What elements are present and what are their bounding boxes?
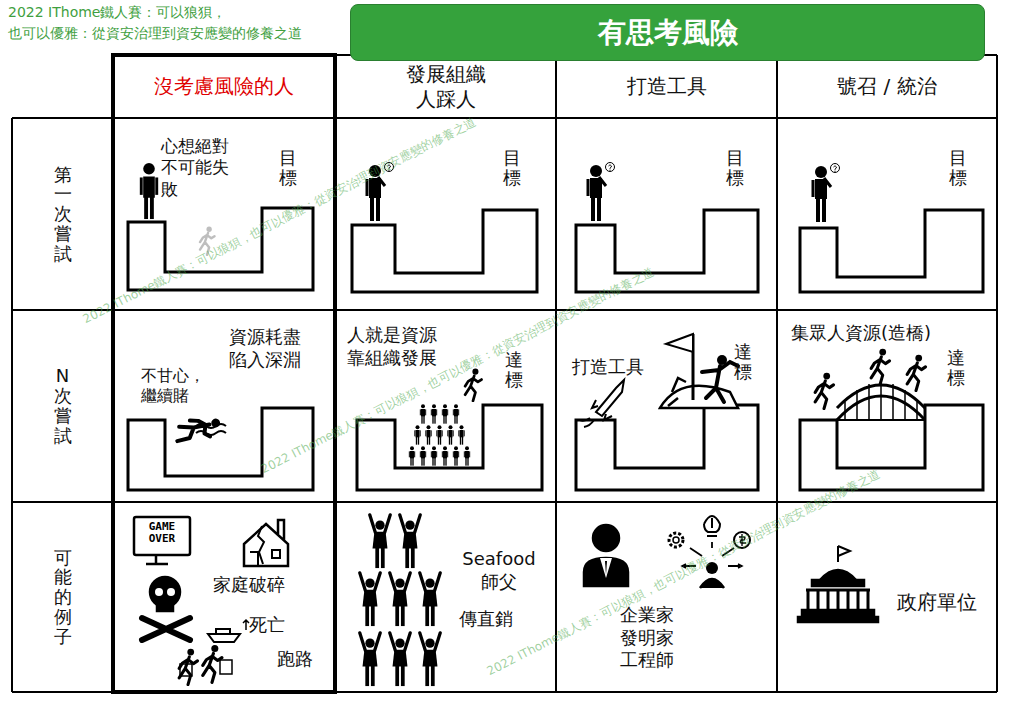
vertical-text: 達標 [947,348,965,388]
row-header: 第一次嘗試 [12,118,113,310]
vertical-text: 第一次嘗試 [54,165,72,264]
cell-text: 發展組織人踩人 [404,62,488,112]
table-cell: 企業家發明家工程師 [556,502,777,692]
figure [390,633,411,686]
vertical-text: 目標 [726,148,744,188]
cell-text: 企業家發明家工程師 [618,604,675,672]
figure [370,515,391,568]
people-pyramid [409,404,470,465]
vertical-text: N次嘗試 [54,366,72,445]
cliff-outlines [128,208,983,490]
figure [436,425,442,444]
watermark-heading: 也可以優雅：從資安治理到資安應變的修養之道 [8,25,302,43]
figure [420,446,426,465]
figure [447,425,453,444]
column-header: 打造工具 [556,55,777,118]
figure [453,404,459,423]
title-text: 有思考風險 [351,5,984,60]
figure [442,404,448,423]
figure [360,573,381,626]
figure [420,404,426,423]
cell-text: 心想絕對不可能失敗 [161,136,233,200]
figure [414,425,420,444]
table-cell: 目標 [556,118,777,310]
figure [360,633,381,686]
cell-text: 打造工具 [572,356,652,379]
table-cell: 資源耗盡陷入深淵不甘心，繼續賭 [113,310,335,502]
table-cell: 打造工具 達標 [556,310,777,502]
table-cell: 目標 [335,118,556,310]
vertical-text: 目標 [949,148,967,188]
cell-text: 沒考慮風險的人 [154,74,294,99]
cell-text: 跑路 [277,648,321,671]
row-header: N次嘗試 [12,310,113,502]
figure [400,515,421,568]
cell-text: 資源耗盡陷入深淵 [229,326,305,371]
column-header: 號召 / 統治 [777,55,997,118]
vertical-text: 可能的例子 [54,548,72,647]
cell-text: 傳直銷 [459,608,519,631]
watermark: 2022 IThome鐵人賽：可以狼狽，也可以優雅：從資安治理到資安應變的修養之… [484,466,883,681]
row-header: 可能的例子 [12,502,113,692]
table-grid [12,55,997,692]
table-cell: Seafood 師父傳直銷 [335,502,556,692]
cell-text: 人就是資源靠組織發展 [347,324,441,369]
cell-text: 死亡 [249,614,293,637]
figure [431,404,437,423]
column-header: 沒考慮風險的人 [113,55,335,118]
watermark-heading: 2022 IThome鐵人賽：可以狼狽， [8,4,226,22]
figure [409,446,415,465]
title-banner: 有思考風險 [350,4,985,61]
cell-text: 集眾人資源(造橋) [791,322,987,345]
figure [425,425,431,444]
table-cell: 目標 [777,118,997,310]
column-header: 發展組織人踩人 [335,55,556,118]
figure [390,573,411,626]
vertical-text: 目標 [279,148,297,188]
human-pyramid [360,515,441,686]
cell-text: Seafood 師父 [453,548,545,593]
table-cell: 心想絕對不可能失敗 目標 [113,118,335,310]
figure [442,446,448,465]
cell-text: 政府單位 [897,590,983,615]
figure [453,446,459,465]
figure [420,633,441,686]
vertical-text: 達標 [734,342,752,382]
cell-text: 打造工具 [627,74,707,99]
vertical-text: 達標 [505,350,523,390]
table-cell: 政府單位 [777,502,997,692]
cell-text: 家庭破碎 [213,574,293,597]
cell-text: 不甘心，繼續賭 [141,366,209,406]
table-cell: 集眾人資源(造橋) 達標 [777,310,997,502]
figure [464,446,470,465]
vertical-text: 目標 [503,148,521,188]
figure [420,573,441,626]
table-cell: 人就是資源靠組織發展達標 [335,310,556,502]
table-cell: 家庭破碎死亡跑路 [113,502,335,692]
figure [431,446,437,465]
cell-text: 號召 / 統治 [837,74,936,99]
figure [458,425,464,444]
screen-text: GAME OVER [137,521,187,545]
figures [140,163,926,466]
